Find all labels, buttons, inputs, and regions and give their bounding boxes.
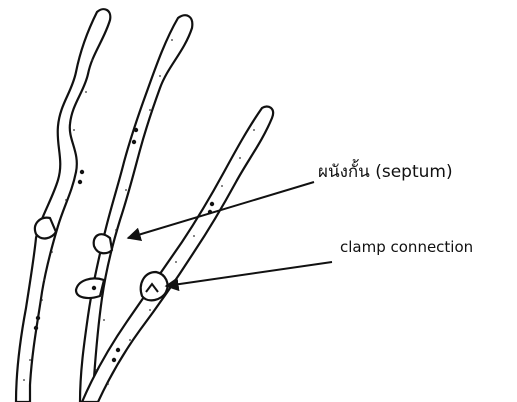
septum-label: ผนังกั้น (septum) (318, 164, 453, 181)
hypha-middle-branch-1 (94, 234, 112, 253)
clamp-arrow (166, 262, 332, 286)
hypha-middle (80, 15, 192, 402)
hypha-middle-branch-2 (76, 278, 104, 298)
clamp-connection-label: clamp connection (340, 240, 473, 255)
